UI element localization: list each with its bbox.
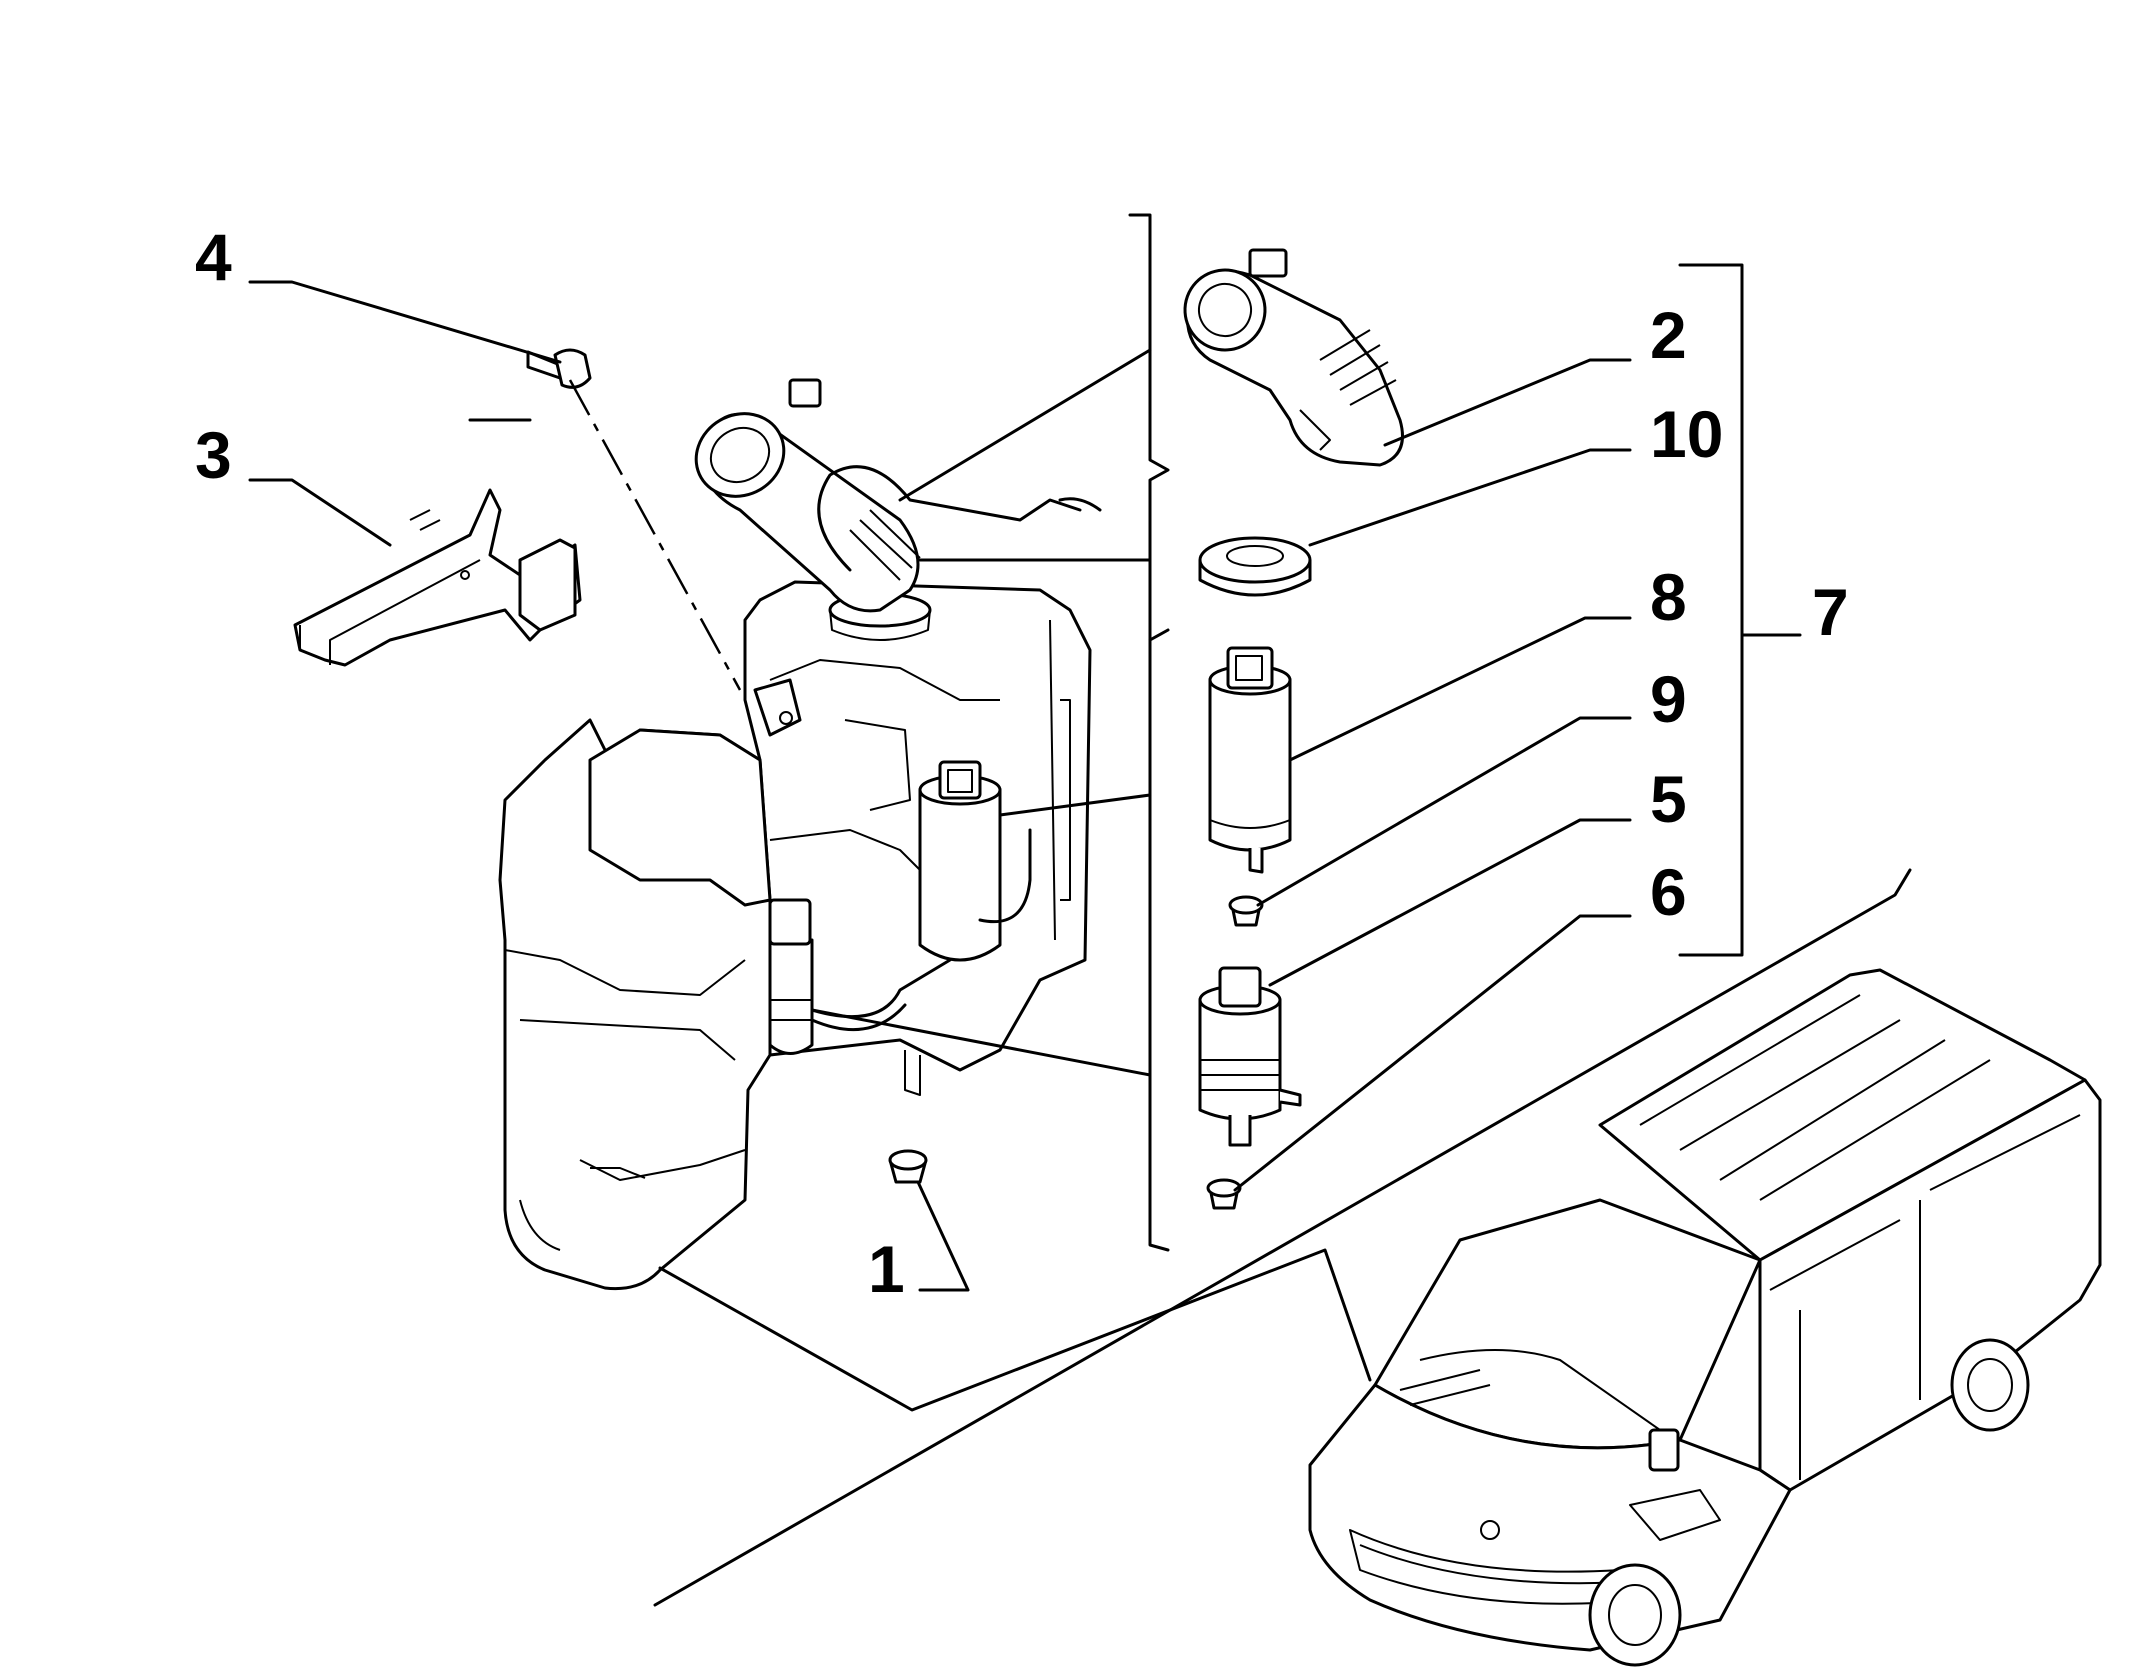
callout-4: 4 (195, 220, 232, 294)
callout-1: 1 (868, 1232, 905, 1306)
pump-icon (1198, 966, 1302, 1147)
grommet-icon (1228, 895, 1264, 927)
bracket-icon (293, 488, 582, 667)
callout-7: 7 (1812, 575, 1849, 649)
washer-reservoir-icon (498, 378, 1102, 1291)
group-bracket-icon (1678, 263, 1802, 957)
leader-lines (248, 213, 1912, 1607)
callout-5: 5 (1650, 762, 1687, 836)
callout-8: 8 (1650, 560, 1687, 634)
grommet-icon (888, 1149, 928, 1184)
callout-10: 10 (1650, 397, 1723, 471)
callout-3: 3 (195, 418, 232, 492)
van-icon (1308, 968, 2102, 1667)
grommet-icon (1206, 1178, 1242, 1210)
pump-icon (1208, 646, 1292, 874)
callout-6: 6 (1650, 855, 1687, 929)
bolt-icon (526, 348, 592, 389)
callout-9: 9 (1650, 662, 1687, 736)
callout-2: 2 (1650, 298, 1687, 372)
seal-ring-icon (1198, 536, 1312, 597)
filler-neck-icon (1183, 248, 1404, 467)
